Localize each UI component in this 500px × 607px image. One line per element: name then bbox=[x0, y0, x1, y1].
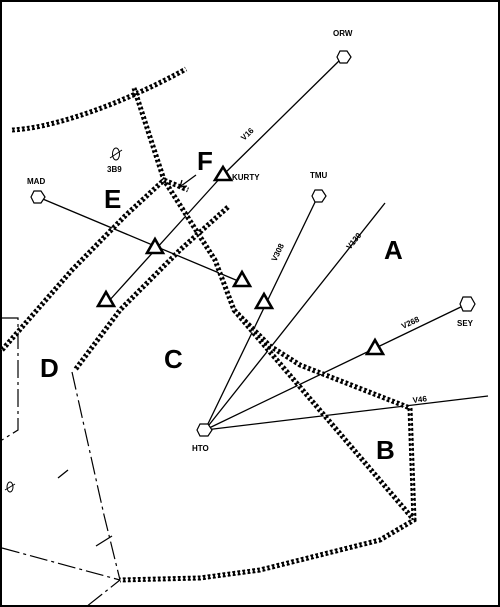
airway-v16-line bbox=[221, 56, 344, 177]
tmu-label: TMU bbox=[310, 171, 328, 180]
region-d-label: D bbox=[40, 353, 59, 383]
airspace-boundaries bbox=[0, 66, 417, 583]
boundary-line-west bbox=[1, 317, 19, 441]
v46-label: V46 bbox=[412, 394, 428, 405]
hto-vor-icon bbox=[196, 423, 213, 437]
boundary-d bbox=[0, 177, 189, 352]
airport-icon bbox=[4, 481, 16, 493]
boundary-line-c bbox=[71, 371, 121, 581]
triangle-fix-icon bbox=[95, 289, 117, 308]
boundary-tick bbox=[95, 535, 113, 547]
airway-v46-line bbox=[204, 395, 489, 431]
airway-v268-line bbox=[204, 303, 468, 431]
class-e-boundary bbox=[1, 317, 122, 607]
triangle-fix-icon bbox=[231, 269, 253, 288]
f-pointer-arrow bbox=[179, 174, 197, 188]
boundary-tick bbox=[57, 469, 69, 479]
airport-3b9-label: 3B9 bbox=[107, 165, 122, 174]
airway-v16-line-south bbox=[107, 175, 223, 303]
mad-label: MAD bbox=[27, 177, 45, 186]
orw-vor-icon bbox=[336, 50, 352, 64]
airways bbox=[37, 56, 489, 431]
triangle-fix-icon bbox=[144, 236, 166, 255]
airway-v308-line bbox=[204, 195, 319, 431]
triangle-fix-icon bbox=[364, 337, 386, 356]
region-b-label: B bbox=[376, 435, 395, 465]
tmu-vor-icon bbox=[311, 189, 327, 203]
boundary-c bbox=[73, 205, 230, 372]
airway-mad-line bbox=[37, 196, 244, 284]
airway-v139-line bbox=[204, 202, 386, 431]
region-f-label: F bbox=[197, 146, 213, 176]
boundary-south bbox=[119, 407, 417, 583]
kurty-label: KURTY bbox=[232, 173, 260, 182]
region-e-label: E bbox=[104, 184, 121, 214]
navaids bbox=[30, 50, 476, 437]
region-c-label: C bbox=[164, 344, 183, 374]
fixes bbox=[95, 164, 386, 356]
mad-vor-icon bbox=[30, 190, 46, 204]
kurty-fix-icon bbox=[212, 164, 234, 182]
hto-label: HTO bbox=[192, 444, 209, 453]
airport-3b9-icon bbox=[109, 147, 123, 161]
orw-label: ORW bbox=[333, 29, 353, 38]
region-a-label: A bbox=[384, 235, 403, 265]
triangle-fix-icon bbox=[253, 291, 275, 310]
sey-vor-icon bbox=[459, 296, 476, 312]
sey-label: SEY bbox=[457, 319, 474, 328]
